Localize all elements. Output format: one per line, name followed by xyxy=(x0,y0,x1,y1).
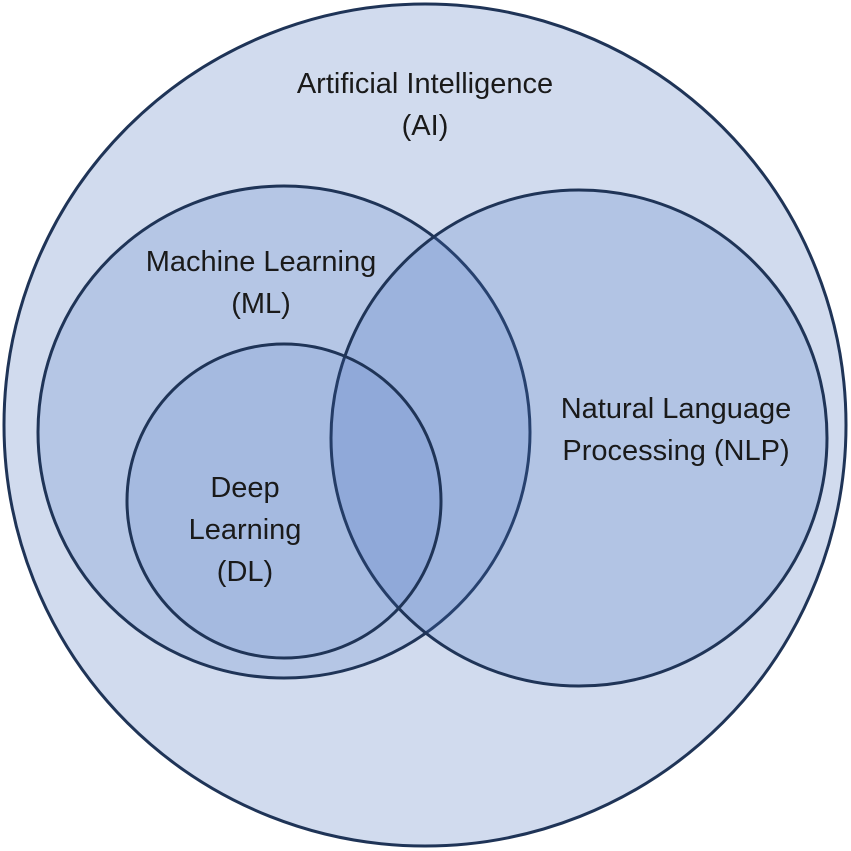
dl-circle xyxy=(125,342,443,660)
dl-label-line2: Learning xyxy=(189,514,302,546)
nlp-label-line1: Natural Language xyxy=(561,393,792,425)
ml-label-line1: Machine Learning xyxy=(146,246,377,278)
dl-label-line3: (DL) xyxy=(217,556,273,588)
ml-label-line2: (ML) xyxy=(231,288,291,320)
ai-label-line2: (AI) xyxy=(402,110,449,142)
ml-circle xyxy=(36,184,532,680)
dl-label-line1: Deep xyxy=(210,472,279,504)
nlp-label-line2: Processing (NLP) xyxy=(562,435,789,467)
ai-label-line1: Artificial Intelligence xyxy=(297,68,553,100)
nlp-circle xyxy=(329,188,829,688)
